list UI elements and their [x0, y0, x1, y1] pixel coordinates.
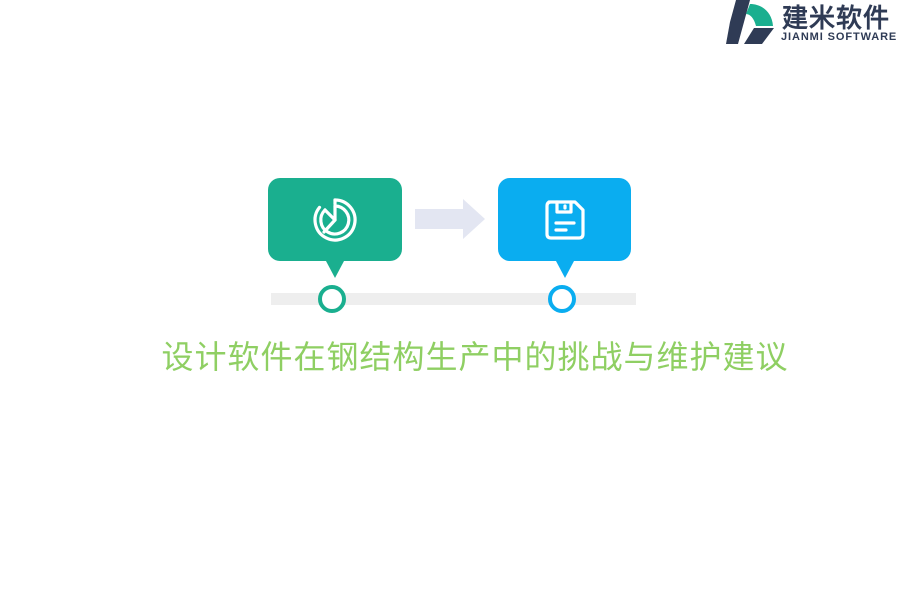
step-1-callout [268, 178, 402, 278]
arrow-right-icon [415, 199, 485, 239]
page-title: 设计软件在钢结构生产中的挑战与维护建议 [161, 338, 789, 376]
brand-mark-icon [726, 0, 774, 44]
pie-chart-icon [313, 197, 357, 242]
step-2-callout [498, 178, 631, 278]
brand-name-cn: 建米软件 [782, 4, 891, 34]
timeline-node-2 [548, 285, 576, 313]
brand-logo: 建米软件 JIANMI SOFTWARE [726, 0, 898, 46]
timeline-track [271, 293, 636, 305]
brand-name-en: JIANMI SOFTWARE [781, 31, 898, 43]
save-disk-icon [544, 199, 585, 240]
timeline-node-1 [318, 285, 346, 313]
